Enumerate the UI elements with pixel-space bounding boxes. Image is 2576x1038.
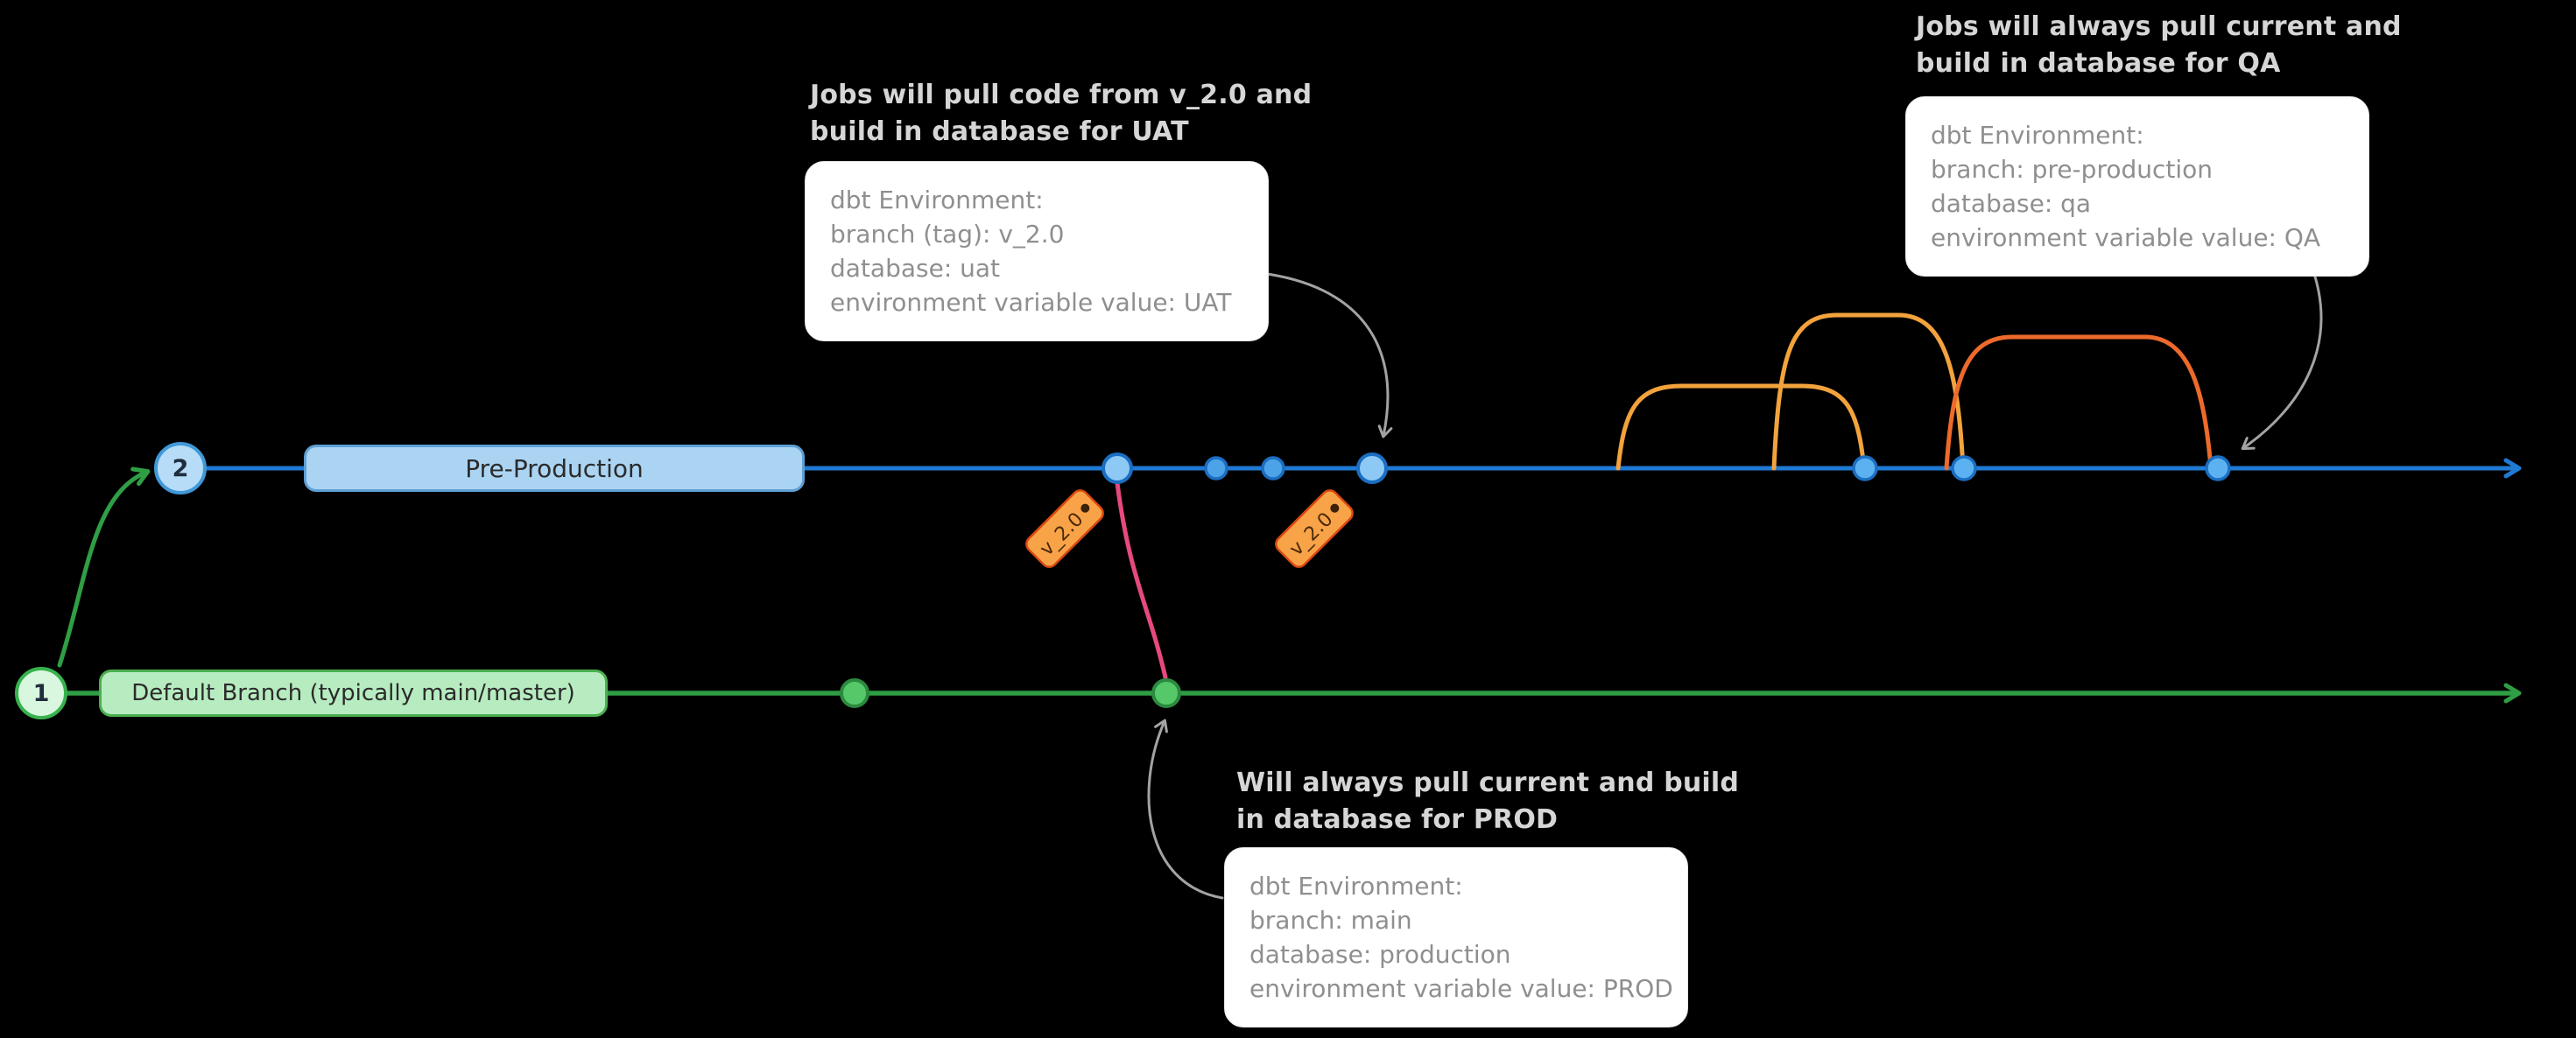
commit-dot — [2205, 455, 2231, 481]
branch-node-2-number: 2 — [172, 454, 189, 482]
prod-callout-box: dbt Environment: branch: main database: … — [1224, 847, 1688, 1027]
prod-callout-arrow — [1147, 719, 1224, 900]
qa-callout-heading: Jobs will always pull current and build … — [1916, 9, 2402, 82]
uat-env-database: database: uat — [830, 254, 1001, 283]
tag-hole — [1080, 503, 1090, 513]
uat-callout-arrow — [1259, 271, 1393, 438]
uat-heading-line-2: build in database for UAT — [810, 116, 1189, 147]
qa-callout-box: dbt Environment: branch: pre-production … — [1905, 96, 2369, 277]
prod-heading-line-2: in database for PROD — [1236, 804, 1559, 835]
prod-env-variable: environment variable value: PROD — [1249, 974, 1673, 1003]
commit-dot — [1261, 456, 1285, 480]
job-run-arc-1 — [1615, 383, 1867, 471]
commit-dot — [1151, 678, 1181, 708]
job-run-arc-2 — [1771, 312, 1966, 471]
prod-env-database: database: production — [1249, 940, 1511, 969]
qa-env-branch: branch: pre-production — [1931, 155, 2214, 184]
qa-heading-line-1: Jobs will always pull current and — [1916, 11, 2402, 42]
default-branch-label: Default Branch (typically main/master) — [131, 680, 575, 706]
branch-node-1-number: 1 — [32, 679, 50, 707]
qa-env-variable: environment variable value: QA — [1931, 223, 2321, 252]
pre-production-branch-pill: Pre-Production — [304, 445, 805, 492]
uat-heading-line-1: Jobs will pull code from v_2.0 and — [810, 80, 1313, 110]
branch-node-1: 1 — [15, 667, 67, 719]
commit-dot — [1204, 456, 1228, 480]
prod-env-title: dbt Environment: — [1249, 872, 1463, 901]
uat-env-title: dbt Environment: — [830, 186, 1044, 214]
tag-hole — [1330, 503, 1340, 513]
commit-dot — [1356, 452, 1388, 484]
job-run-arc-3 — [1944, 334, 2214, 471]
qa-env-title: dbt Environment: — [1931, 121, 2144, 150]
uat-env-variable: environment variable value: UAT — [830, 288, 1232, 317]
uat-env-branch: branch (tag): v_2.0 — [830, 220, 1065, 249]
version-tag-1: v_2.0 — [1025, 489, 1104, 568]
pre-production-branch-label: Pre-Production — [465, 453, 644, 483]
prod-heading-line-1: Will always pull current and build — [1236, 768, 1740, 798]
merge-connector — [1115, 480, 1168, 680]
commit-dot — [840, 678, 869, 708]
qa-callout-arrow — [2241, 264, 2323, 451]
uat-callout-heading: Jobs will pull code from v_2.0 and build… — [810, 77, 1312, 151]
default-branch-pill: Default Branch (typically main/master) — [99, 670, 608, 717]
commit-dot — [1951, 455, 1977, 481]
prod-callout-heading: Will always pull current and build in da… — [1236, 765, 1739, 838]
commit-dot — [1852, 455, 1878, 481]
prod-env-branch: branch: main — [1249, 906, 1412, 935]
version-tag-2: v_2.0 — [1275, 489, 1354, 568]
commit-dot — [1101, 452, 1133, 484]
qa-env-database: database: qa — [1931, 189, 2092, 218]
branch-off-arrow — [57, 466, 151, 668]
branch-node-2: 2 — [154, 442, 207, 494]
qa-heading-line-2: build in database for QA — [1916, 48, 2281, 79]
uat-callout-box: dbt Environment: branch (tag): v_2.0 dat… — [805, 161, 1269, 341]
